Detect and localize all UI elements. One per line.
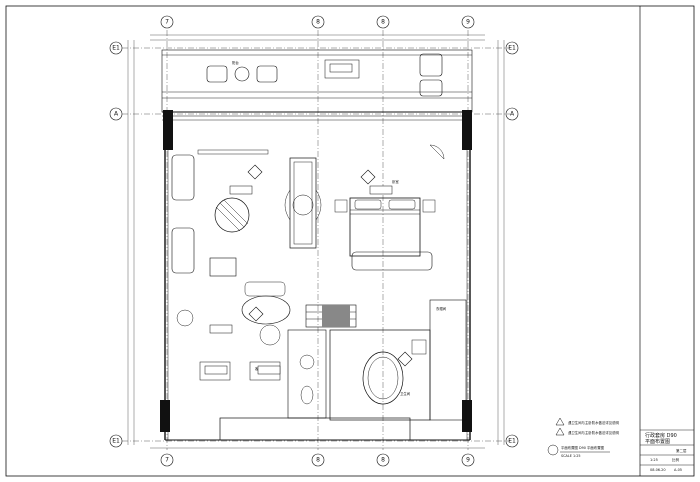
column-left-bottom [160, 400, 170, 432]
scale-label: 比例 [672, 457, 680, 462]
grid-bubble-top-8b [376, 15, 390, 29]
bathroom: 卫生间 [329, 329, 431, 421]
grid-bubble-right-a [505, 107, 519, 121]
grid-label-bottom-7: 7 [165, 457, 169, 464]
media-unit [284, 157, 322, 249]
grid-label-top-8b: 8 [381, 19, 385, 26]
grid-bubble-top-9 [461, 15, 475, 29]
closet: 衣帽间 [287, 299, 467, 421]
legend-scale: SCALE 1:25 [561, 454, 581, 458]
column-right-bottom [462, 400, 472, 432]
project-name: 行政套房 D90 [645, 432, 677, 439]
grid-label-right-a: A [510, 111, 515, 118]
lounge-area: 入口 书房 客卫 [176, 281, 291, 381]
grid-bubble-bottom-7 [160, 453, 174, 467]
grid-label-bottom-8b: 8 [381, 457, 385, 464]
note-2: 遇卫生间与主卧防水做法详见说明 [568, 430, 619, 435]
closet-label: 衣帽间 [436, 306, 447, 311]
grid-label-left-e1-bottom: E1 [112, 438, 120, 445]
balcony-label: 阳台 [232, 60, 239, 65]
living-room: 起居室 [171, 149, 269, 322]
grid-label-right-e1-bottom: E1 [508, 438, 516, 445]
bathtub [362, 351, 404, 405]
drawing-title: 平面布置图 [645, 438, 670, 445]
partition-hatch [305, 304, 357, 328]
bed [349, 197, 421, 257]
grid-bubble-left-e1-top [109, 41, 123, 55]
window-wall [162, 110, 472, 150]
grid-bubble-left-a [109, 107, 123, 121]
grid-bubble-top-8a [311, 15, 325, 29]
grid-label-bottom-8a: 8 [316, 457, 320, 464]
dimension-lines [127, 34, 505, 449]
bath-label: 卫生间 [400, 391, 411, 396]
grid-label-left-a: A [114, 111, 119, 118]
title-block: 行政套房 D90 平面布置图 第二层 1:25 比例 08.06.20 A-05 [640, 429, 694, 472]
grid-label-top-7: 7 [165, 19, 169, 26]
balcony-area: 阳台 [161, 49, 473, 113]
grid-bubble-right-e1-bottom [505, 434, 519, 448]
grid-label-top-8a: 8 [316, 19, 320, 26]
note-1: 遇卫生间与主卧防水做法详见说明 [568, 420, 619, 425]
floor-label: 第二层 [676, 448, 687, 453]
bedroom: 卧室 [334, 144, 445, 271]
column-right-top [462, 110, 472, 150]
suite-walls [160, 150, 472, 441]
legend-title: 平面布置图 D90 平面布置图 [561, 445, 605, 450]
sheet-number: A-05 [674, 468, 682, 472]
grid-columns: 7 8 8 9 7 8 8 9 [160, 15, 475, 467]
date-value: 08.06.20 [650, 468, 666, 472]
round-table [214, 197, 250, 233]
grid-label-bottom-9: 9 [466, 457, 470, 464]
grid-bubble-bottom-9 [461, 453, 475, 467]
grid-label-right-e1-top: E1 [508, 45, 516, 52]
grid-bubble-top-7 [160, 15, 174, 29]
grid-label-left-e1-top: E1 [112, 45, 120, 52]
grid-bubble-right-e1-top [505, 41, 519, 55]
column-left-top [163, 110, 173, 150]
grid-label-top-9: 9 [466, 19, 470, 26]
grid-bubble-bottom-8b [376, 453, 390, 467]
notes-block: 遇卫生间与主卧防水做法详见说明 遇卫生间与主卧防水做法详见说明 平面布置图 D9… [547, 417, 619, 458]
sheet-border [5, 5, 695, 477]
grid-rows: E1 A E1 E1 A E1 [109, 41, 519, 448]
grid-bubble-left-e1-bottom [109, 434, 123, 448]
grid-bubble-bottom-8a [311, 453, 325, 467]
detail-tags [204, 63, 393, 375]
bedroom-label: 卧室 [392, 179, 399, 184]
scale-value: 1:25 [650, 458, 658, 462]
